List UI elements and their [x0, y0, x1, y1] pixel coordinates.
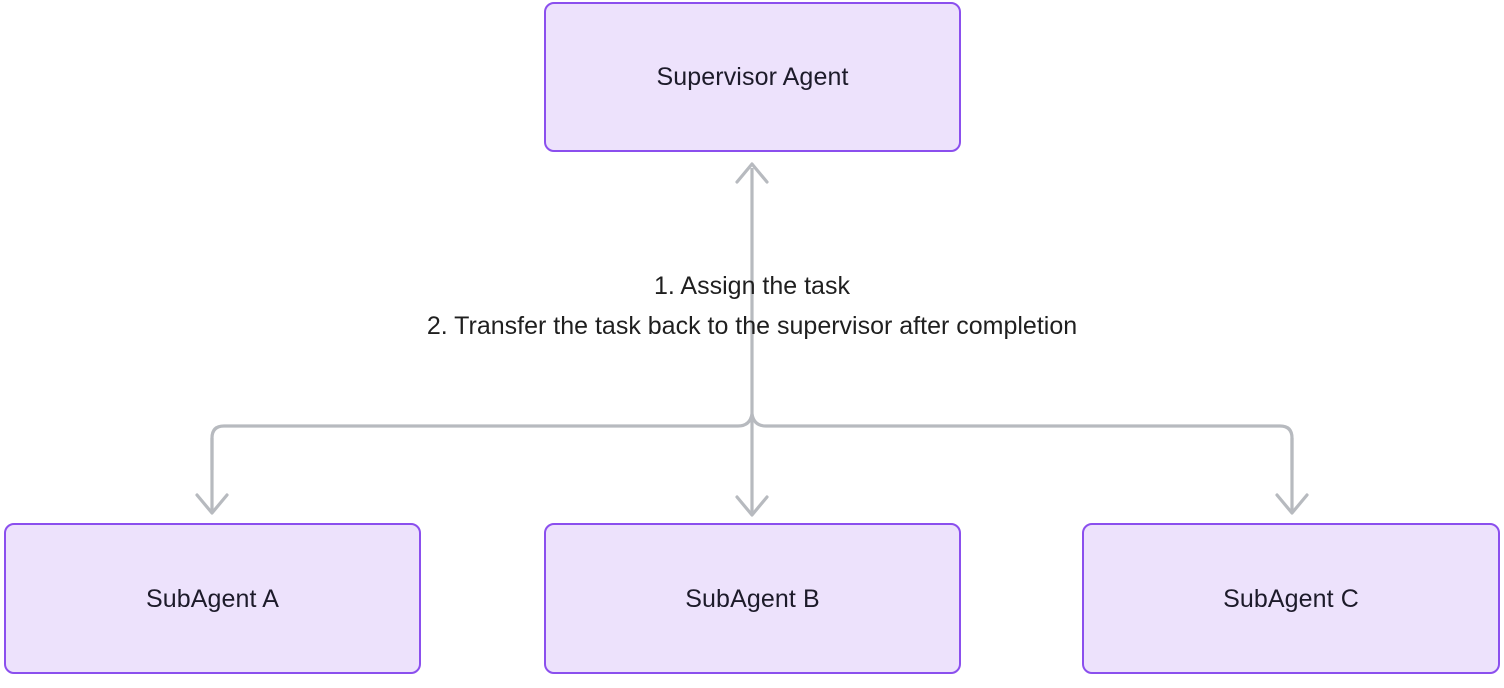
- edge-branch-bar: [210, 412, 1294, 470]
- node-subagent-c[interactable]: SubAgent C: [1082, 523, 1500, 674]
- node-subagent-b-label: SubAgent B: [685, 584, 820, 613]
- node-supervisor-agent-label: Supervisor Agent: [656, 63, 849, 91]
- arrowhead-up-supervisor-icon: [735, 162, 769, 184]
- arrowhead-down-subagent-a-icon: [195, 493, 229, 515]
- arrowhead-down-subagent-b-icon: [735, 495, 769, 517]
- node-subagent-a-label: SubAgent A: [145, 584, 280, 613]
- node-subagent-c-label: SubAgent C: [1223, 584, 1359, 613]
- node-supervisor-agent[interactable]: Supervisor Agent: [544, 2, 961, 152]
- node-subagent-b[interactable]: SubAgent B: [544, 523, 961, 674]
- node-subagent-a[interactable]: SubAgent A: [4, 523, 421, 674]
- arrowhead-down-subagent-c-icon: [1275, 493, 1309, 515]
